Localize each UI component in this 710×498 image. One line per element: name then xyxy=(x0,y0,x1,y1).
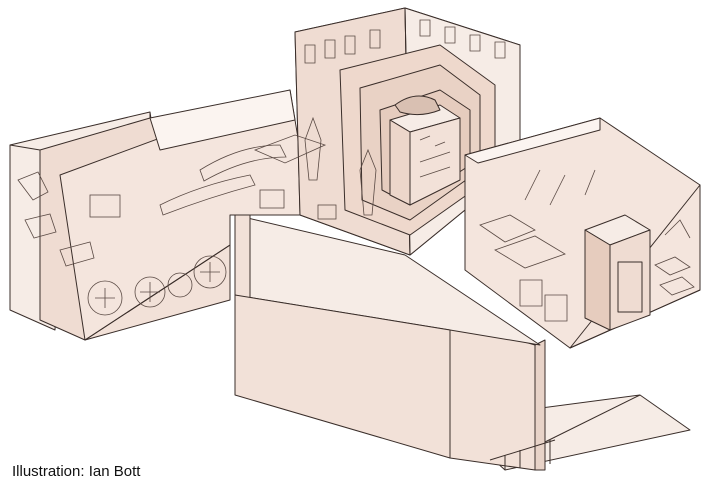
antechamber xyxy=(59,89,301,341)
illustration-credit: Illustration: Ian Bott xyxy=(12,463,141,480)
chariot-wheel-icon xyxy=(134,276,166,308)
chariot-wheel-icon xyxy=(193,255,227,289)
entrance-corridor xyxy=(449,319,691,471)
chariot-wheel-icon xyxy=(87,280,123,316)
object-sketch-lines xyxy=(17,19,695,322)
chariot-wheel-icon xyxy=(167,272,193,298)
burial-chamber xyxy=(294,7,521,256)
treasury-chamber xyxy=(464,117,701,349)
